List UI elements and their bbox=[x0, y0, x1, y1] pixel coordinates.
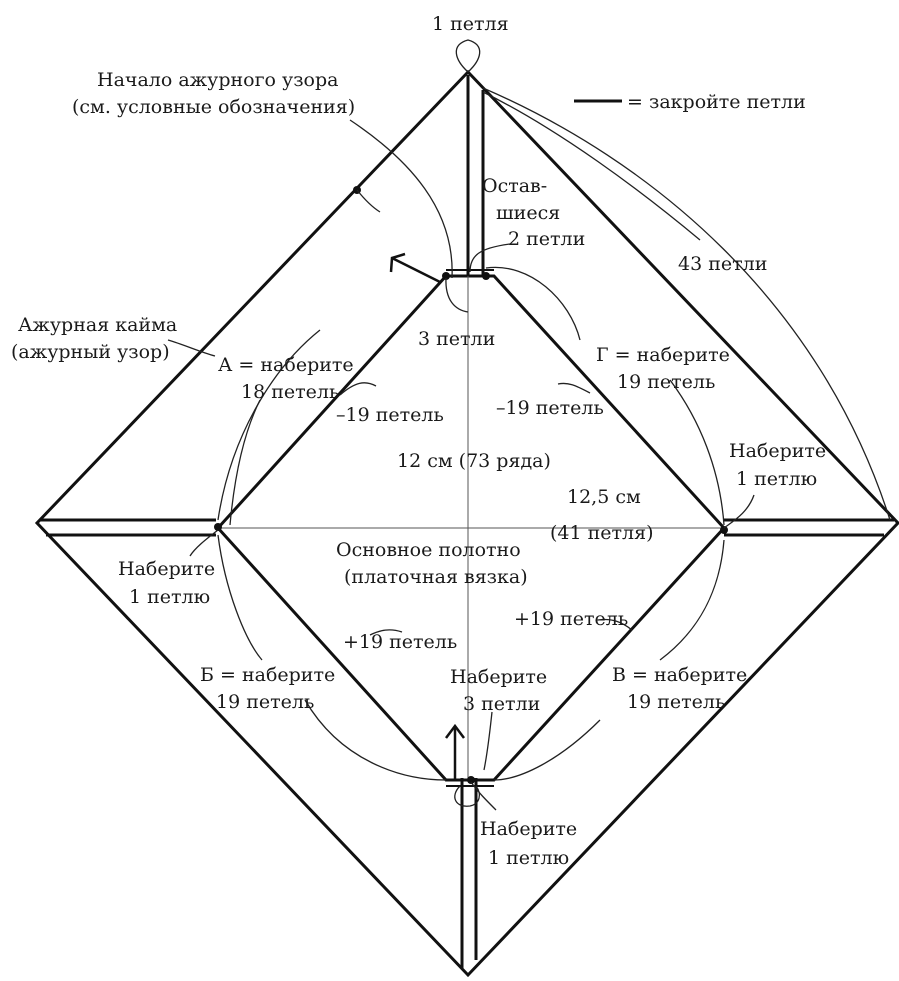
leader-b bbox=[217, 534, 263, 661]
a-label-2: 18 петель bbox=[241, 381, 339, 403]
left-castOn-label-2: 1 петлю bbox=[129, 586, 210, 608]
leader-v-curve bbox=[493, 719, 601, 781]
leader-right-castOn bbox=[723, 494, 755, 529]
b-label-2: 19 петель bbox=[216, 691, 314, 713]
bottom-loop-label-1: Наберите bbox=[480, 818, 577, 840]
v-label-1: В = наберите bbox=[612, 664, 747, 686]
leader-remaining bbox=[469, 243, 511, 273]
leader-plus19-right bbox=[597, 618, 633, 631]
right-castOn-label-1: Наберите bbox=[729, 440, 826, 462]
width-label-2: (41 петля) bbox=[550, 522, 654, 544]
width-label-1: 12,5 см bbox=[567, 486, 641, 508]
leader-lace-start bbox=[349, 119, 453, 279]
leader-43-arc bbox=[482, 87, 891, 521]
b-label-1: Б = наберите bbox=[200, 664, 335, 686]
leader-a-bottom bbox=[229, 399, 261, 526]
left-castOn-label-1: Наберите bbox=[118, 558, 215, 580]
top-loop-label: 1 петля bbox=[432, 13, 509, 35]
dot-top-right-corner bbox=[482, 272, 490, 280]
remaining-label-3: 2 петли bbox=[508, 228, 585, 250]
a-label-1: А = наберите bbox=[218, 354, 354, 376]
bottom-loop-ellipse bbox=[454, 785, 481, 807]
v-label-2: 19 петель bbox=[627, 691, 725, 713]
minus19-left-label: –19 петель bbox=[336, 404, 444, 426]
dot-right-corner bbox=[720, 526, 728, 534]
forty-three-loops-label: 43 петли bbox=[678, 253, 767, 275]
outer-square bbox=[34, 69, 899, 978]
leader-plus19-left bbox=[369, 629, 403, 636]
leader-g bbox=[485, 266, 581, 341]
plus19-left-label: +19 петель bbox=[343, 631, 457, 653]
lace-border-label-2: (ажурный узор) bbox=[11, 341, 170, 363]
remaining-label-1: Остав- bbox=[482, 175, 547, 197]
leader-left-castOn bbox=[189, 529, 219, 557]
bottom-loop-label-2: 1 петлю bbox=[488, 847, 569, 869]
leader-minus19-right bbox=[557, 382, 591, 394]
leader-bottom-loop bbox=[470, 781, 497, 811]
leader-bottom-castOn bbox=[483, 711, 493, 771]
top-loop-ellipse bbox=[455, 39, 481, 73]
arrow-up-icon bbox=[445, 723, 465, 780]
leader-lace-border bbox=[167, 339, 216, 357]
right-castOn-label-2: 1 петлю bbox=[736, 468, 817, 490]
leader-43-inner bbox=[482, 91, 701, 241]
g-label-1: Г = наберите bbox=[596, 344, 730, 366]
plus19-right-label: +19 петель bbox=[514, 608, 628, 630]
leader-three-loops bbox=[445, 277, 469, 313]
leader-minus19-left bbox=[339, 382, 377, 396]
g-label-2: 19 петель bbox=[617, 371, 715, 393]
dot-top-left-corner bbox=[442, 272, 450, 280]
leader-v bbox=[659, 539, 725, 661]
lace-border-label-1: Ажурная кайма bbox=[18, 314, 177, 336]
bottom-castOn-label-1: Наберите bbox=[450, 666, 547, 688]
lace-start-label-1: Начало ажурного узора bbox=[97, 69, 339, 91]
main-fabric-label-2: (платочная вязка) bbox=[344, 566, 528, 588]
arrow-up-left-icon bbox=[389, 252, 441, 284]
height-label: 12 см (73 ряда) bbox=[397, 450, 551, 472]
main-fabric-label-1: Основное полотно bbox=[336, 539, 521, 561]
dot-left-corner bbox=[214, 523, 222, 531]
minus19-right-label: –19 петель bbox=[496, 397, 604, 419]
legend-text: = закройте петли bbox=[627, 91, 806, 113]
dot-bottom-corner bbox=[467, 776, 475, 784]
remaining-label-2: шиеся bbox=[496, 202, 560, 224]
bottom-castOn-label-2: 3 петли bbox=[463, 693, 540, 715]
leader-dot-edge bbox=[356, 189, 381, 213]
leader-b-curve bbox=[304, 699, 447, 781]
lace-start-label-2: (см. условные обозначения) bbox=[72, 96, 355, 118]
leader-g-right bbox=[669, 379, 725, 526]
three-loops-label: 3 петли bbox=[418, 328, 495, 350]
